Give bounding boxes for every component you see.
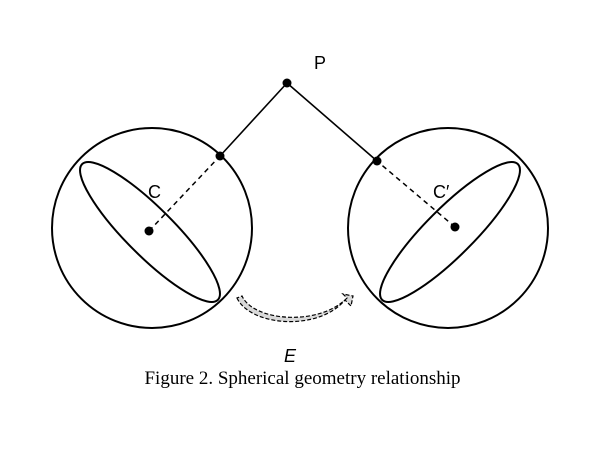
left-sphere bbox=[51, 127, 253, 329]
label-e: E bbox=[284, 346, 297, 366]
label-c: C bbox=[148, 182, 161, 202]
left-sphere-outline bbox=[51, 127, 253, 329]
transform-arrow-band bbox=[236, 293, 354, 323]
right-sphere-outline bbox=[347, 127, 549, 329]
label-c-prime: C′ bbox=[433, 182, 450, 202]
line-p-to-right bbox=[286, 82, 378, 162]
left-sphere-ellipse bbox=[79, 161, 221, 303]
line-p-to-left bbox=[219, 82, 288, 157]
label-p: P bbox=[314, 53, 326, 73]
transform-arrow bbox=[236, 293, 354, 323]
point-p bbox=[282, 78, 292, 88]
right-sphere-ellipse bbox=[379, 161, 521, 303]
right-sphere bbox=[347, 127, 549, 329]
right-radius-dashed bbox=[376, 160, 456, 228]
figure-caption: Figure 2. Spherical geometry relationshi… bbox=[144, 368, 461, 389]
